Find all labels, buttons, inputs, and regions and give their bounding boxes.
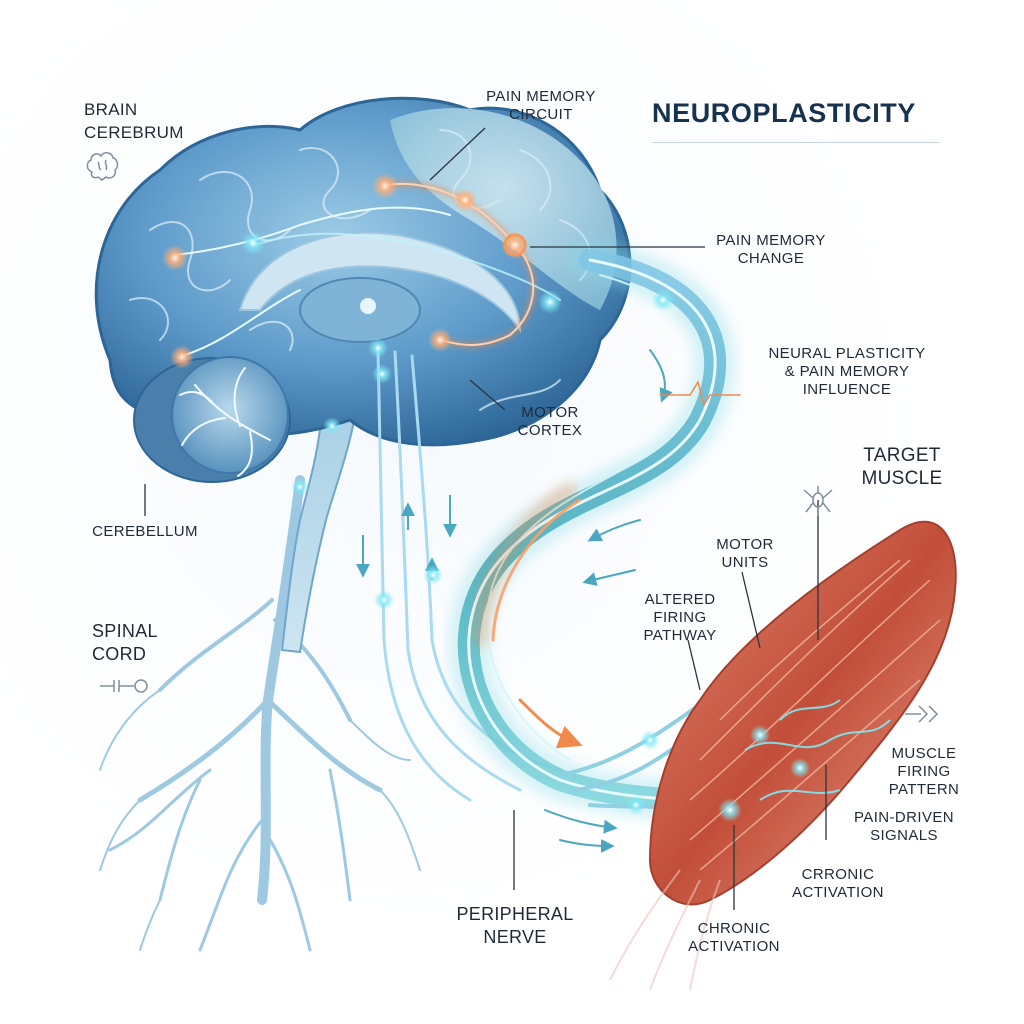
page-title: NEUROPLASTICITY bbox=[652, 98, 917, 128]
leader-lines bbox=[144, 127, 827, 910]
label-pain-memory-change: PAIN MEMORY CHANGE bbox=[716, 232, 826, 267]
label-motor-cortex: MOTOR CORTEX bbox=[517, 404, 583, 439]
label-crronic-activation: CRRONIC ACTIVATION bbox=[792, 866, 884, 901]
label-peripheral-nerve: PERIPHERAL NERVE bbox=[456, 904, 574, 947]
label-pain-memory-circuit: PAIN MEMORY CIRCUIT bbox=[486, 88, 596, 123]
synapse-icon bbox=[100, 679, 148, 693]
label-cerebellum: CEREBELLUM bbox=[92, 523, 198, 540]
thalamus bbox=[299, 277, 421, 343]
brain-icon bbox=[86, 152, 119, 181]
cerebellum-core bbox=[171, 356, 289, 474]
label-brain: BRAIN CEREBRUM bbox=[84, 100, 184, 142]
label-target-muscle: TARGET MUSCLE bbox=[861, 445, 943, 489]
brain-frontal-lobe bbox=[390, 108, 617, 310]
neural-glow-paths bbox=[174, 206, 561, 356]
double-chevron-icon bbox=[905, 705, 939, 723]
nerve-tree bbox=[99, 475, 421, 952]
arbor-vitae bbox=[179, 367, 271, 477]
label-chronic-activation: CHRONIC ACTIVATION bbox=[688, 920, 780, 955]
label-neural-plasticity: NEURAL PLASTICITY & PAIN MEMORY INFLUENC… bbox=[768, 345, 926, 398]
label-motor-units: MOTOR UNITS bbox=[716, 536, 774, 571]
neuron-icon bbox=[803, 486, 833, 516]
label-altered-firing-pathway: ALTERED FIRING PATHWAY bbox=[643, 591, 717, 644]
corpus-callosum bbox=[238, 231, 522, 334]
label-spinal-cord: SPINAL CORD bbox=[92, 621, 158, 664]
title-divider bbox=[652, 142, 940, 143]
glow-nodes bbox=[162, 173, 810, 822]
label-pain-driven-signals: PAIN-DRIVEN SIGNALS bbox=[854, 809, 954, 844]
label-muscle-firing-pattern: MUSCLE FIRING PATTERN bbox=[888, 745, 960, 798]
